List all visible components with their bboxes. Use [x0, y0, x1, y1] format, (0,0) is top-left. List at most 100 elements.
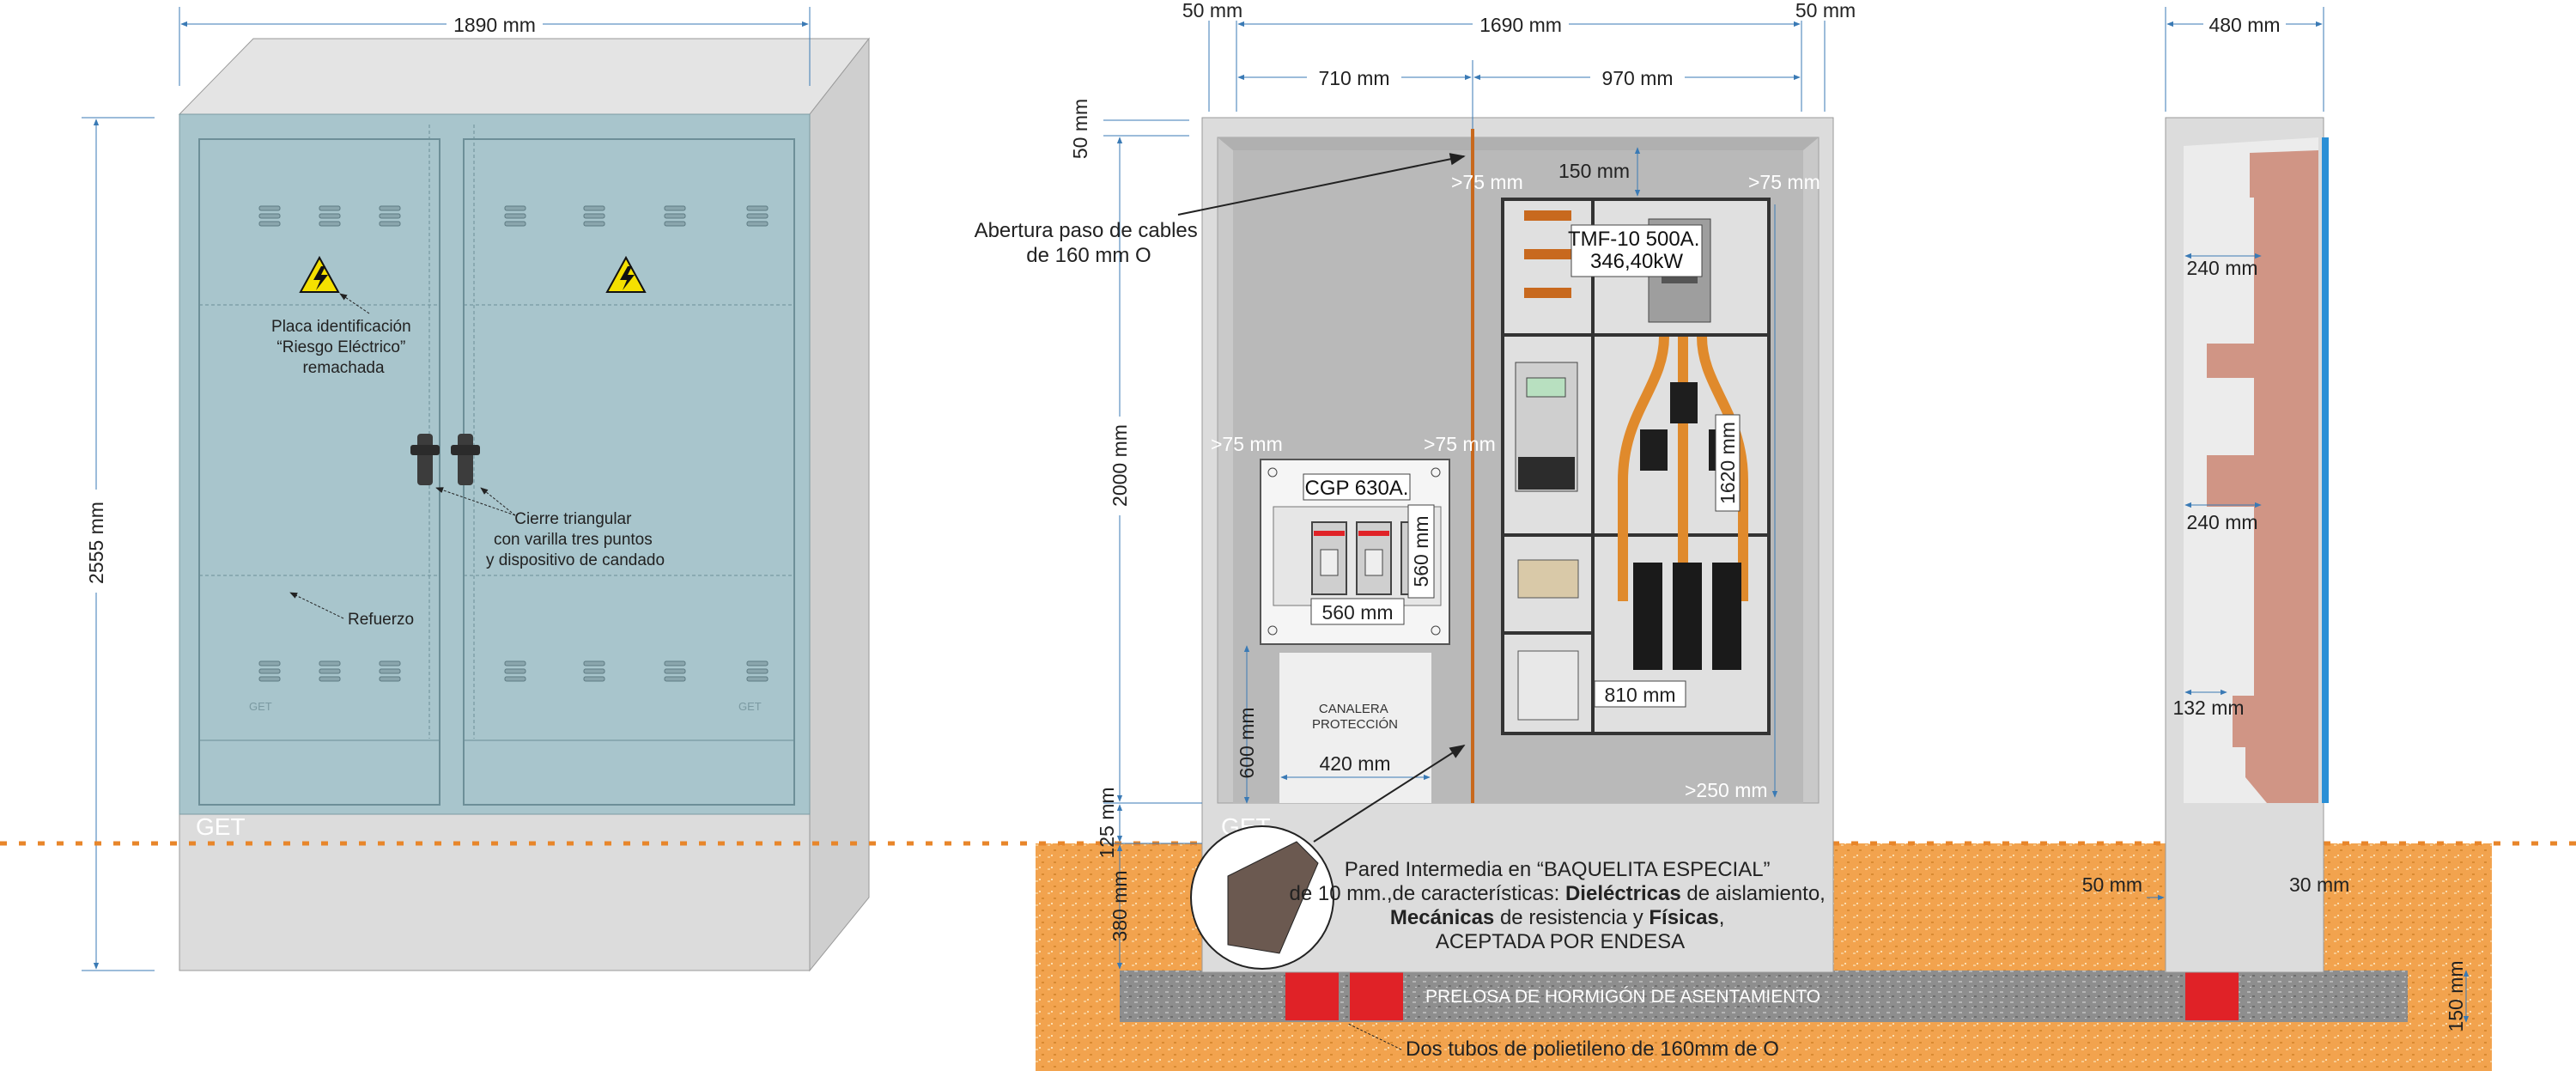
- canalera-width-dim: 420 mm: [1319, 752, 1390, 775]
- clearance-label: >75 mm: [1451, 171, 1523, 193]
- cabinet-side-face: [809, 37, 870, 972]
- leader-arrow: [1177, 153, 1466, 216]
- top-clearance-dim: 150 mm: [1558, 160, 1630, 182]
- vent-slot: [746, 213, 769, 219]
- canalera-label: CANALERA PROTECCIÓN: [1312, 702, 1398, 732]
- clearance-label: >250 mm: [1685, 779, 1768, 801]
- vent-slot: [258, 205, 281, 211]
- side-132-dim: 132 mm: [2172, 697, 2244, 719]
- interior-top-shadow: [1218, 137, 1819, 150]
- side-50-dim: 50 mm: [2082, 873, 2142, 896]
- vent-slot: [504, 221, 526, 227]
- vent-slot: [746, 660, 769, 666]
- front-width-dim: 1890 mm: [453, 14, 536, 36]
- dim-label-bg: [1307, 65, 1401, 89]
- slab-height-dim: 150 mm: [2445, 960, 2467, 1031]
- cgp-base-height-dim: 600 mm: [1236, 707, 1258, 778]
- placa-label: Placa identificación “Riesgo Eléctrico” …: [271, 318, 416, 377]
- right-gap-dim: 50 mm: [1795, 0, 1856, 21]
- dim-label-bg: [1108, 417, 1133, 515]
- vent-slot: [319, 660, 341, 666]
- vent-slot: [504, 660, 526, 666]
- vent-slot: [504, 668, 526, 674]
- vent-slot: [379, 213, 401, 219]
- vent-slot: [583, 668, 605, 674]
- vent-slot: [319, 213, 341, 219]
- wall-profile: [2207, 150, 2318, 803]
- vent-slot: [583, 660, 605, 666]
- tube-icon: [1285, 972, 1339, 1020]
- tmf-label-box: [1571, 224, 1703, 277]
- dim-label-bg: [1788, 0, 1863, 21]
- left-section-dim: 710 mm: [1318, 67, 1389, 89]
- vent-slot: [504, 213, 526, 219]
- vent-slot: [583, 205, 605, 211]
- abertura-label: Abertura paso de cables de 160 mm O: [975, 219, 1204, 267]
- vent-slot: [504, 205, 526, 211]
- vent-slot: [319, 676, 341, 682]
- interior-width-dim: 1690 mm: [1479, 14, 1562, 36]
- side-view: 480 mm 240 mm 240 mm 132 mm 50 mm 30 mm: [2082, 7, 2349, 973]
- vent-slot: [583, 221, 605, 227]
- leader-line: [1347, 1023, 1402, 1050]
- interior-view: CANALERA PROTECCIÓN CGP 630A. 560 mm 560…: [975, 0, 1863, 973]
- vent-slot: [664, 676, 686, 682]
- vent-slot: [319, 221, 341, 227]
- vent-slot: [258, 221, 281, 227]
- leader-line: [289, 592, 344, 619]
- vent-slot: [504, 676, 526, 682]
- cabinet-top-face: [178, 38, 871, 115]
- dim-label-bg: [83, 490, 109, 593]
- vent-slot: [664, 660, 686, 666]
- left-gap-dim: 50 mm: [1182, 0, 1242, 21]
- right-door[interactable]: [463, 138, 795, 806]
- clearance-label: >75 mm: [1748, 171, 1820, 193]
- vent-slot: [583, 676, 605, 682]
- cgp-label-box: [1303, 473, 1411, 501]
- side-30-dim: 30 mm: [2289, 873, 2349, 896]
- side-240-dim: 240 mm: [2186, 257, 2257, 279]
- vent-slot: [258, 668, 281, 674]
- door-logo: GET: [249, 700, 272, 713]
- vent-slot: [746, 221, 769, 227]
- top-gap-dim: 50 mm: [1069, 99, 1091, 159]
- vent-slot: [664, 668, 686, 674]
- dim-label-bg: [447, 12, 543, 36]
- side-240-dim: 240 mm: [2186, 511, 2257, 533]
- door-lock-icon[interactable]: [410, 434, 480, 485]
- tubos-label: Dos tubos de polietileno de 160mm de O: [1406, 1038, 1779, 1061]
- dim-label-bg: [1473, 12, 1569, 36]
- vent-slot: [746, 205, 769, 211]
- door-edge: [2322, 137, 2329, 803]
- vent-slot: [379, 660, 401, 666]
- vent-slot: [379, 668, 401, 674]
- vent-slot: [746, 676, 769, 682]
- door-logo: GET: [738, 700, 762, 713]
- vent-slot: [319, 205, 341, 211]
- vent-slot: [379, 221, 401, 227]
- front-view: Placa identificación “Riesgo Eléctrico” …: [82, 7, 871, 972]
- leader-line: [480, 487, 516, 516]
- vent-slot: [664, 205, 686, 211]
- vent-slot: [664, 213, 686, 219]
- vent-group: [258, 205, 769, 682]
- vent-slot: [258, 660, 281, 666]
- cgp-height-dim: 560 mm: [1410, 515, 1432, 587]
- cgp-height-box: [1407, 504, 1435, 599]
- tmf-width-dim: 810 mm: [1604, 684, 1675, 706]
- vent-slot: [746, 668, 769, 674]
- tube-icon: [2185, 972, 2239, 1020]
- warning-sign-icon: [605, 255, 647, 293]
- refuerzo-label: Refuerzo: [348, 611, 414, 629]
- left-door[interactable]: [198, 138, 440, 806]
- tmf-width-box: [1594, 680, 1686, 708]
- tube-icon: [1350, 972, 1403, 1020]
- pared-description: Pared Intermedia en “BAQUELITA ESPECIAL”…: [1290, 858, 1832, 953]
- tmf-height-dim: 1620 mm: [1716, 422, 1739, 504]
- front-height-dim: 2555 mm: [85, 502, 107, 584]
- side-depth-dim: 480 mm: [2208, 14, 2280, 36]
- clearance-label: >75 mm: [1211, 433, 1283, 455]
- vent-slot: [258, 213, 281, 219]
